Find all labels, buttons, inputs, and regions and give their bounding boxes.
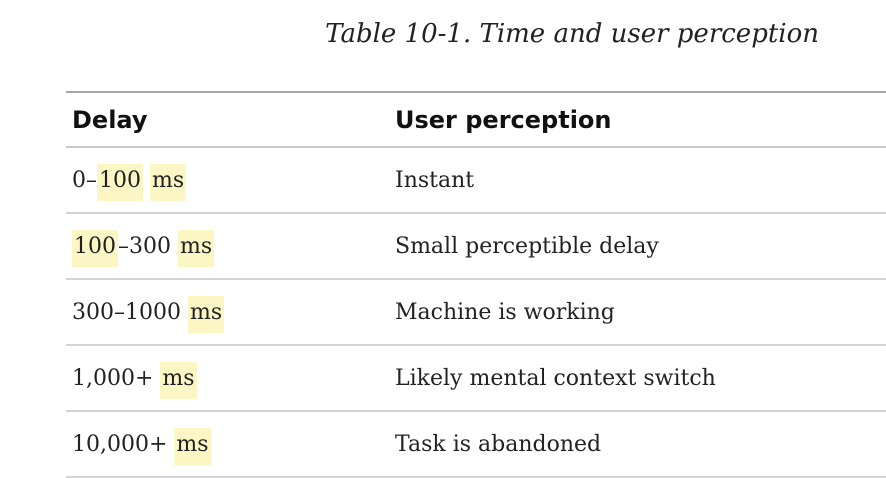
delay-text: 10,000+ <box>72 431 175 457</box>
highlighted-text: ms <box>150 163 187 201</box>
table-header-row: Delay User perception <box>66 93 886 148</box>
highlighted-text: ms <box>160 361 197 399</box>
delay-cell: 100–300 ms <box>66 229 395 267</box>
delay-cell: 0–100 ms <box>66 163 395 201</box>
column-header-delay: Delay <box>72 105 148 134</box>
delay-cell: 1,000+ ms <box>66 361 395 399</box>
column-header-user-perception: User perception <box>395 105 612 134</box>
delay-text: –300 <box>118 233 178 259</box>
highlighted-text: 100 <box>72 229 118 267</box>
table-caption-text: Table 10-1. Time and user perception <box>325 19 819 49</box>
delay-cell: 10,000+ ms <box>66 427 395 465</box>
highlighted-text: 100 <box>97 163 143 201</box>
highlighted-text: ms <box>174 427 211 465</box>
delay-text: 300–1000 <box>72 299 188 325</box>
perception-cell: Machine is working <box>395 299 615 325</box>
delay-text: 1,000+ <box>72 365 161 391</box>
delay-text: 0– <box>72 167 97 193</box>
highlighted-text: ms <box>187 295 225 333</box>
highlighted-text: ms <box>177 229 215 267</box>
perception-cell: Small perceptible delay <box>395 233 659 259</box>
delay-cell: 300–1000 ms <box>66 295 395 333</box>
perception-cell: Task is abandoned <box>395 431 602 457</box>
delay-text <box>143 168 150 193</box>
perception-cell: Instant <box>395 167 475 193</box>
perception-cell: Likely mental context switch <box>395 365 716 391</box>
